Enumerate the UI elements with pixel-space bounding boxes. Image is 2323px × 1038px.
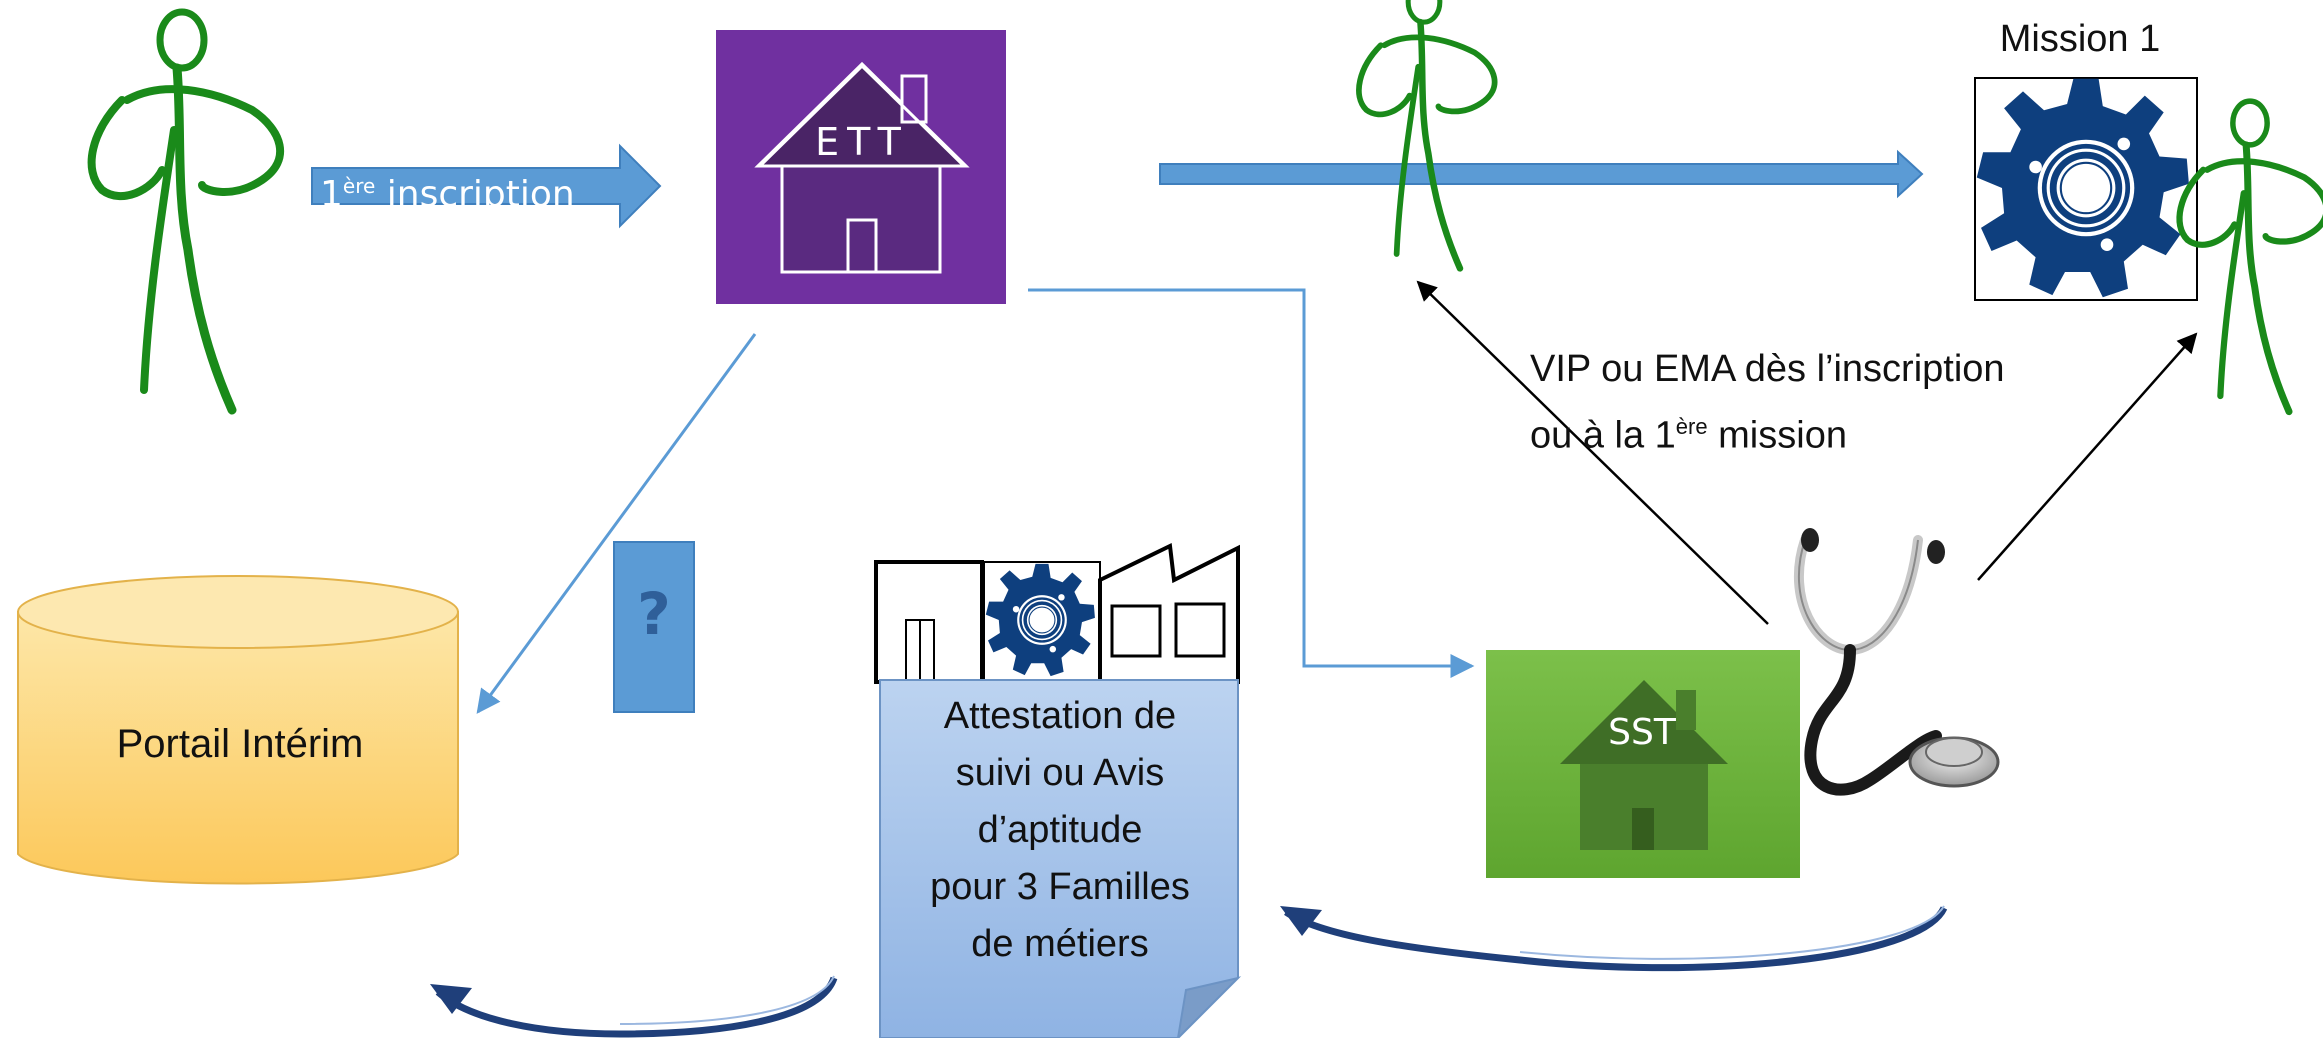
sst-label: SST — [1608, 712, 1676, 753]
document-line: Attestation de — [943, 695, 1177, 737]
return-arrow-sst-to-doc — [1280, 905, 1948, 972]
ett-to-sst-connector — [1028, 288, 1475, 678]
portail-label: Portail Intérim — [116, 722, 364, 766]
inscription-arrow — [311, 143, 662, 229]
stethoscope-icon — [1793, 528, 2000, 796]
document-line: d’aptitude — [977, 809, 1143, 851]
vip-note: VIP ou EMA dès l’inscription ou à la 1èr… — [1530, 340, 2150, 465]
house-icon-sst — [1560, 680, 1728, 850]
inscription-label-sup: ère — [342, 174, 376, 198]
vip-note-line2-suffix: mission — [1707, 414, 1847, 457]
inscription-arrow-label: 1ère inscription — [320, 158, 640, 215]
person-icon-candidate — [92, 12, 281, 410]
document-line: pour 3 Familles — [930, 866, 1190, 908]
inscription-label-number: 1 — [320, 174, 343, 215]
ett-to-portail-connector — [476, 333, 757, 714]
document-attestation — [879, 679, 1242, 1038]
sst-to-worker-arrow — [1416, 280, 1769, 625]
person-icon-worker — [1359, 0, 1495, 268]
database-icon-portail — [17, 575, 459, 885]
vip-note-line2-prefix: ou à la 1 — [1530, 414, 1676, 457]
sst-to-mission-arrow — [1977, 332, 2198, 581]
factory-icon — [874, 542, 1240, 684]
question-mark-icon: ? — [637, 580, 671, 648]
vip-note-line2: ou à la 1ère mission — [1530, 398, 2150, 465]
mission-title: Mission 1 — [1999, 18, 2161, 60]
question-box — [613, 541, 695, 713]
document-line: suivi ou Avis — [955, 752, 1165, 794]
vip-note-line1: VIP ou EMA dès l’inscription — [1530, 348, 2005, 390]
house-icon-ett — [754, 61, 970, 274]
vip-note-line2-sup: ère — [1675, 414, 1708, 439]
inscription-label-rest: inscription — [375, 174, 575, 215]
return-arrow-doc-to-portail — [430, 975, 838, 1038]
document-line: de métiers — [971, 923, 1149, 965]
mission-arrow — [1159, 149, 1924, 199]
person-icon-mission — [2179, 101, 2323, 411]
document-text: Attestation de suivi ou Avis d’aptitude … — [880, 688, 1240, 973]
ett-label: ETT — [815, 120, 909, 164]
